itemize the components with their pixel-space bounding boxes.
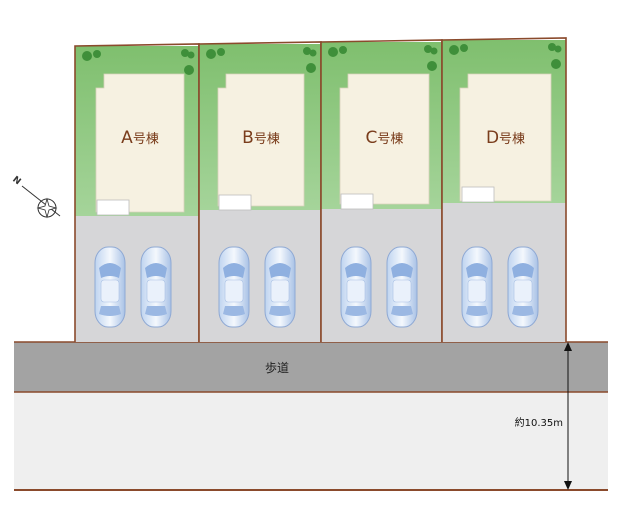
lot-suffix: 号棟 xyxy=(254,132,280,147)
car-rear-window xyxy=(99,306,121,316)
car-roof xyxy=(513,279,533,303)
tree-icon xyxy=(328,47,338,57)
road xyxy=(14,392,608,490)
car-windshield xyxy=(466,263,488,278)
lot-suffix: 号棟 xyxy=(377,132,403,147)
car-icon xyxy=(264,246,296,328)
tree-icon xyxy=(181,49,189,57)
tree-icon xyxy=(303,47,311,55)
car-rear-window xyxy=(466,306,488,316)
car-rear-window xyxy=(512,306,534,316)
car-roof xyxy=(346,279,366,303)
tree-icon xyxy=(309,49,317,57)
entrance-porch xyxy=(461,186,495,203)
lot-suffix: 号棟 xyxy=(499,132,525,147)
car-windshield xyxy=(391,263,413,278)
car-roof xyxy=(467,279,487,303)
car-icon xyxy=(461,246,493,328)
lot-letter: B xyxy=(242,128,254,148)
car-roof xyxy=(146,279,166,303)
car-rear-window xyxy=(223,306,245,316)
car-icon xyxy=(94,246,126,328)
entrance-porch xyxy=(96,199,130,216)
tree-icon xyxy=(93,50,101,58)
road-width-label: 約10.35m xyxy=(515,416,563,429)
tree-icon xyxy=(449,45,459,55)
tree-icon xyxy=(427,61,437,71)
dimension-arrow-bottom xyxy=(564,481,572,490)
car-icon xyxy=(507,246,539,328)
building-footprint xyxy=(459,73,552,202)
compass: N xyxy=(10,175,61,219)
lot-letter: C xyxy=(366,128,378,148)
tree-icon xyxy=(460,44,468,52)
lot-c: C号棟 xyxy=(320,39,443,342)
tree-icon xyxy=(184,65,194,75)
parking-area xyxy=(199,210,321,342)
parking-area xyxy=(442,203,566,342)
compass-star-icon xyxy=(36,197,58,219)
tree-icon xyxy=(306,63,316,73)
car-windshield xyxy=(269,263,291,278)
lot-label: D号棟 xyxy=(486,128,525,148)
parking-area xyxy=(321,209,442,342)
lot-suffix: 号棟 xyxy=(133,132,159,147)
car-rear-window xyxy=(145,306,167,316)
tree-icon xyxy=(430,47,438,55)
tree-icon xyxy=(82,51,92,61)
tree-icon xyxy=(187,51,195,59)
car-icon xyxy=(386,246,418,328)
building-footprint xyxy=(217,73,305,207)
car-windshield xyxy=(512,263,534,278)
car-rear-window xyxy=(345,306,367,316)
car-windshield xyxy=(223,263,245,278)
car-rear-window xyxy=(269,306,291,316)
car-roof xyxy=(392,279,412,303)
parking-area xyxy=(75,216,199,342)
building-footprint xyxy=(339,73,430,205)
car-rear-window xyxy=(391,306,413,316)
sidewalk xyxy=(14,342,608,392)
tree-icon xyxy=(548,43,556,51)
tree-icon xyxy=(339,46,347,54)
tree-icon xyxy=(551,59,561,69)
car-icon xyxy=(218,246,250,328)
compass-north-label: N xyxy=(10,175,22,188)
lot-b: B号棟 xyxy=(198,41,322,342)
lot-letter: D xyxy=(486,128,499,148)
car-roof xyxy=(100,279,120,303)
car-roof xyxy=(224,279,244,303)
entrance-porch xyxy=(340,193,374,210)
lot-letter: A xyxy=(121,128,133,148)
entrance-porch xyxy=(218,194,252,211)
car-windshield xyxy=(145,263,167,278)
tree-icon xyxy=(424,45,432,53)
tree-icon xyxy=(554,45,562,53)
car-roof xyxy=(270,279,290,303)
car-icon xyxy=(140,246,172,328)
tree-icon xyxy=(206,49,216,59)
car-icon xyxy=(340,246,372,328)
lot-a: A号棟 xyxy=(74,43,200,342)
lot-label: B号棟 xyxy=(242,128,280,148)
dimension-arrow-top xyxy=(564,342,572,351)
building-footprint xyxy=(95,73,185,213)
car-windshield xyxy=(99,263,121,278)
lot-boundary xyxy=(441,37,567,342)
tree-icon xyxy=(217,48,225,56)
lot-label: C号棟 xyxy=(366,128,404,148)
car-windshield xyxy=(345,263,367,278)
sidewalk-label: 歩道 xyxy=(265,360,289,375)
lot-d: D号棟 xyxy=(441,37,567,342)
lot-label: A号棟 xyxy=(121,128,159,148)
